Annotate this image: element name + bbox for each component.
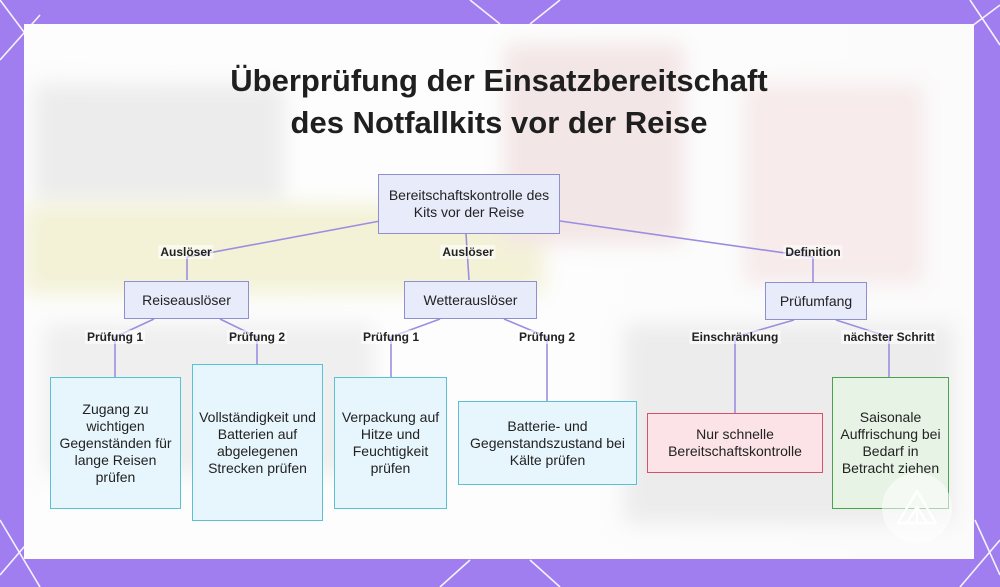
branch-node-label: Prüfumfang	[779, 292, 853, 309]
connector	[559, 220, 814, 258]
leaf-node-label: Vollständigkeit und Batterien auf abgele…	[199, 408, 316, 476]
edge-label: nächster Schritt	[841, 330, 937, 344]
leaf-node: Batterie- und Gegenstandszustand bei Käl…	[458, 401, 637, 485]
mountain-tent-icon	[896, 489, 938, 525]
edge-label: Prüfung 2	[227, 330, 287, 344]
branch-node-pruefumfang: Prüfumfang	[765, 282, 867, 320]
page-title: Überprüfung der Einsatzbereitschaft des …	[24, 60, 974, 144]
branch-node-reiseausloeser: Reiseauslöser	[124, 281, 249, 319]
content-panel: Überprüfung der Einsatzbereitschaft des …	[24, 24, 974, 559]
edge-label: Definition	[783, 245, 843, 259]
title-line-1: Überprüfung der Einsatzbereitschaft	[230, 63, 768, 98]
logo	[882, 473, 952, 543]
root-node-label: Bereitschaftskontrolle des Kits vor der …	[388, 187, 550, 220]
leaf-node-label: Verpackung auf Hitze und Feuchtigkeit pr…	[341, 409, 440, 476]
branch-node-label: Reiseauslöser	[142, 291, 231, 308]
edge-label: Einschränkung	[689, 330, 781, 344]
leaf-node: Zugang zu wichtigen Gegenständen für lan…	[50, 377, 181, 509]
root-node: Bereitschaftskontrolle des Kits vor der …	[378, 174, 560, 234]
edge-label: Prüfung 2	[517, 330, 577, 344]
title-line-2: des Notfallkits vor der Reise	[290, 105, 708, 140]
edge-label: Auslöser	[440, 245, 496, 259]
edge-label: Auslöser	[158, 245, 214, 259]
edge-label: Prüfung 1	[361, 330, 421, 344]
leaf-node-label: Nur schnelle Bereitschaftskontrolle	[668, 426, 802, 459]
leaf-node-label: Saisonale Auffrischung bei Bedarf in Bet…	[840, 409, 941, 476]
leaf-node-label: Batterie- und Gegenstandszustand bei Käl…	[470, 417, 625, 468]
edge-label: Prüfung 1	[85, 330, 145, 344]
leaf-node: Vollständigkeit und Batterien auf abgele…	[192, 364, 323, 521]
connector	[186, 220, 381, 258]
leaf-node-restriction: Nur schnelle Bereitschaftskontrolle	[647, 413, 823, 473]
branch-node-wetterausloeser: Wetterauslöser	[404, 281, 537, 319]
branch-node-label: Wetterauslöser	[423, 291, 518, 308]
leaf-node-label: Zugang zu wichtigen Gegenständen für lan…	[59, 400, 172, 485]
leaf-node: Verpackung auf Hitze und Feuchtigkeit pr…	[334, 377, 447, 509]
